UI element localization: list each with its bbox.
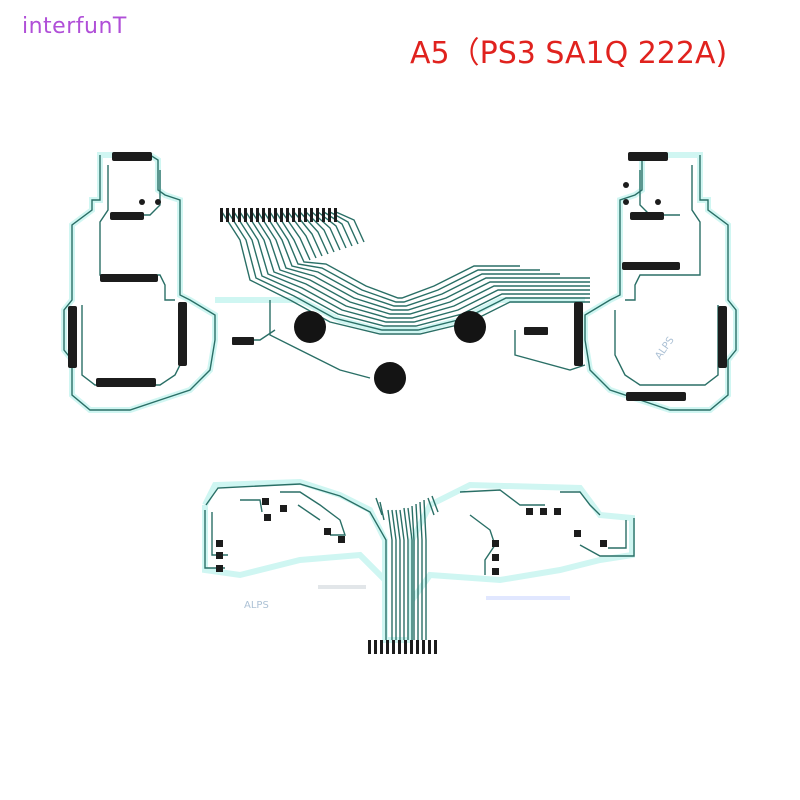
top-ribbon-circuit: ALPS	[61, 152, 739, 413]
product-model-label: A5（PS3 SA1Q 222A)	[410, 36, 728, 71]
faint-print-mark: ALPS	[653, 335, 676, 362]
contact-dome-left	[294, 311, 326, 343]
brand-logo: interfunT	[22, 14, 127, 39]
bottom-ribbon-circuit: ALPS	[202, 478, 635, 654]
faint-print-mark: ALPS	[244, 600, 269, 611]
contact-dome-center	[374, 362, 406, 394]
contact-dome-right	[454, 311, 486, 343]
